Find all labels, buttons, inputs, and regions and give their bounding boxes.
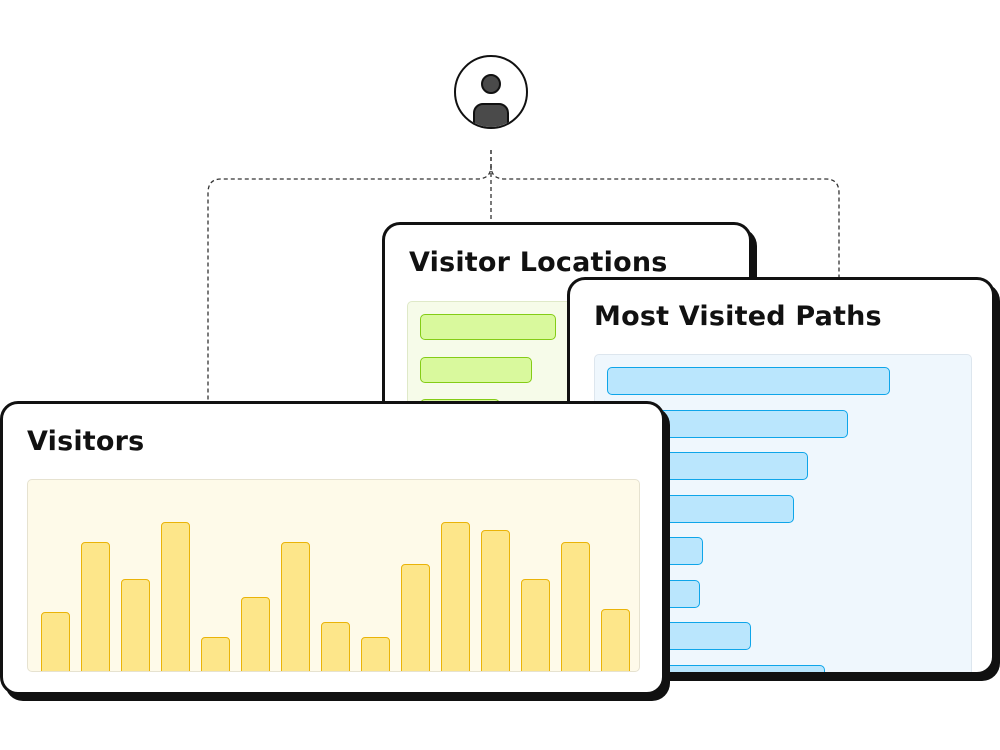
path-bar <box>607 367 890 395</box>
visitors-bar <box>41 612 70 671</box>
visitors-bar <box>241 597 270 671</box>
visitors-bar <box>561 542 590 671</box>
visitors-chart <box>27 479 640 672</box>
most-visited-paths-title: Most Visited Paths <box>594 301 882 332</box>
visitors-bar <box>201 637 230 671</box>
connector-left <box>207 150 492 405</box>
visitors-card: Visitors <box>0 401 665 695</box>
visitors-bar <box>281 542 310 671</box>
visitors-bar <box>321 622 350 671</box>
visitors-bar <box>161 522 190 671</box>
visitors-title: Visitors <box>27 426 145 457</box>
visitors-bar <box>481 530 510 671</box>
visitors-bar <box>81 542 110 671</box>
user-body <box>473 103 509 127</box>
location-bar <box>420 314 556 340</box>
user-head <box>481 74 501 94</box>
visitors-bar <box>601 609 630 671</box>
visitors-bar <box>441 522 470 671</box>
visitors-bar <box>361 637 390 671</box>
connector-right <box>490 150 840 278</box>
visitors-bar <box>521 579 550 671</box>
visitors-bar <box>121 579 150 671</box>
visitor-locations-title: Visitor Locations <box>409 247 668 278</box>
location-bar <box>420 356 532 383</box>
user-icon <box>454 55 528 129</box>
visitors-bar <box>401 564 430 671</box>
